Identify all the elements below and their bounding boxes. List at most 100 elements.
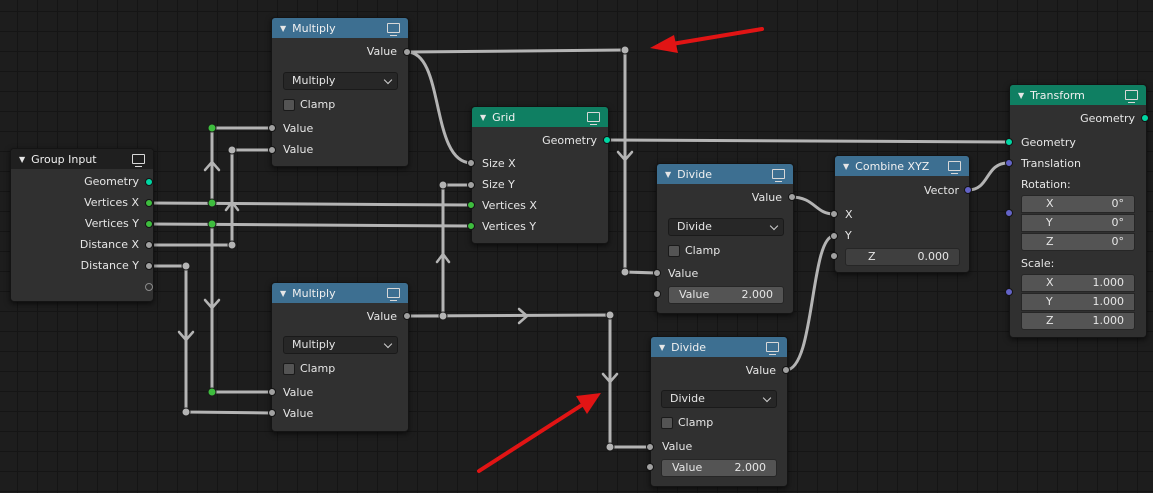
link-reroute-to-divide-top bbox=[623, 48, 659, 275]
group-input-header[interactable]: ▼ Group Input bbox=[11, 149, 153, 169]
triangle-down-icon[interactable]: ▼ bbox=[280, 23, 287, 33]
link-multiply-bottom-to-divide-bottom bbox=[405, 313, 652, 449]
scale-y-field[interactable]: Y 1.000 bbox=[1021, 293, 1135, 311]
combine-xyz-header[interactable]: ▼ Combine XYZ bbox=[835, 156, 969, 176]
rotation-y-field[interactable]: Y 0° bbox=[1021, 214, 1135, 232]
transform-header[interactable]: ▼ Transform bbox=[1010, 85, 1146, 105]
link-divide-bottom-to-combine-y bbox=[784, 234, 836, 372]
divide-bottom-node[interactable]: ▼ Divide Value Divide Clamp Value Value … bbox=[650, 336, 788, 487]
output-label: Vertices Y bbox=[84, 217, 139, 230]
grid-header[interactable]: ▼ Grid bbox=[472, 107, 608, 127]
scale-label: Scale: bbox=[1021, 257, 1055, 270]
operation-dropdown[interactable]: Divide bbox=[668, 218, 784, 236]
input-x-label: X bbox=[845, 208, 853, 221]
triangle-down-icon[interactable]: ▼ bbox=[665, 169, 672, 179]
reroute-point bbox=[181, 261, 191, 271]
input-geometry-label: Geometry bbox=[1021, 136, 1076, 149]
link-distancex-to-multiply-top bbox=[147, 148, 274, 247]
divide-top-title: Divide bbox=[677, 167, 712, 181]
output-label: Distance X bbox=[79, 238, 139, 251]
link-multiply-top-to-grid-sizex bbox=[405, 50, 473, 165]
link-grid-to-transform bbox=[605, 138, 1010, 144]
reroute-point bbox=[620, 267, 630, 277]
reroute-point bbox=[227, 145, 237, 155]
grid-node[interactable]: ▼ Grid Geometry Size X Size Y Vertices X… bbox=[471, 106, 609, 244]
operation-dropdown[interactable]: Multiply bbox=[283, 72, 398, 90]
input-y-label: Y bbox=[845, 229, 852, 242]
multiply-bottom-title: Multiply bbox=[292, 286, 336, 300]
input-value-label: Value bbox=[283, 122, 314, 135]
axis-value: 0° bbox=[1111, 235, 1125, 248]
monitor-icon[interactable] bbox=[948, 161, 961, 174]
chevron-down-icon bbox=[383, 75, 393, 85]
clamp-label: Clamp bbox=[685, 244, 721, 257]
input-label: Vertices Y bbox=[482, 220, 537, 233]
axis-label: Z bbox=[1046, 235, 1054, 248]
clamp-label: Clamp bbox=[300, 98, 336, 111]
monitor-icon[interactable] bbox=[587, 112, 600, 125]
reroute-point-int bbox=[207, 198, 217, 208]
divide-top-node[interactable]: ▼ Divide Value Divide Clamp Value Value … bbox=[656, 163, 794, 314]
combine-xyz-node[interactable]: ▼ Combine XYZ Vector X Y Z 0.000 bbox=[834, 155, 970, 273]
group-input-node[interactable]: ▼ Group Input Geometry Vertices X Vertic… bbox=[10, 148, 154, 302]
value-field-label: Value bbox=[679, 288, 710, 301]
axis-label: X bbox=[1046, 276, 1054, 289]
value-field[interactable]: Value 2.000 bbox=[661, 459, 777, 477]
rotation-x-field[interactable]: X 0° bbox=[1021, 195, 1135, 213]
transform-node[interactable]: ▼ Transform Geometry Geometry Translatio… bbox=[1009, 84, 1147, 338]
operation-dropdown[interactable]: Multiply bbox=[283, 336, 398, 354]
divide-bottom-header[interactable]: ▼ Divide bbox=[651, 337, 787, 357]
clamp-checkbox[interactable]: Clamp bbox=[283, 98, 335, 112]
multiply-bottom-node[interactable]: ▼ Multiply Value Multiply Clamp Value Va… bbox=[271, 282, 409, 432]
output-value-label: Value bbox=[751, 191, 782, 204]
input-value-label: Value bbox=[668, 267, 699, 280]
link-multiply-top-to-reroute bbox=[405, 48, 627, 54]
rotation-label: Rotation: bbox=[1021, 178, 1071, 191]
monitor-icon[interactable] bbox=[387, 23, 400, 36]
clamp-checkbox[interactable]: Clamp bbox=[661, 416, 713, 430]
scale-x-field[interactable]: X 1.000 bbox=[1021, 274, 1135, 292]
triangle-down-icon[interactable]: ▼ bbox=[19, 154, 26, 164]
triangle-down-icon[interactable]: ▼ bbox=[280, 288, 287, 298]
monitor-icon[interactable] bbox=[132, 154, 145, 167]
reroute-point bbox=[620, 45, 630, 55]
monitor-icon[interactable] bbox=[1125, 90, 1138, 103]
multiply-bottom-header[interactable]: ▼ Multiply bbox=[272, 283, 408, 303]
input-label: Vertices X bbox=[482, 199, 537, 212]
multiply-top-header[interactable]: ▼ Multiply bbox=[272, 18, 408, 38]
output-label: Geometry bbox=[84, 175, 139, 188]
clamp-checkbox[interactable]: Clamp bbox=[668, 244, 720, 258]
operation-value: Multiply bbox=[292, 338, 336, 351]
monitor-icon[interactable] bbox=[387, 288, 400, 301]
axis-value: 1.000 bbox=[1092, 295, 1125, 308]
output-geometry-label: Geometry bbox=[1080, 112, 1135, 125]
triangle-down-icon[interactable]: ▼ bbox=[480, 112, 487, 122]
reroute-point bbox=[605, 310, 615, 320]
clamp-checkbox[interactable]: Clamp bbox=[283, 362, 335, 376]
monitor-icon[interactable] bbox=[772, 169, 785, 182]
scale-z-field[interactable]: Z 1.000 bbox=[1021, 312, 1135, 330]
operation-dropdown[interactable]: Divide bbox=[661, 390, 777, 408]
checkbox-box[interactable] bbox=[283, 363, 295, 375]
value-field-number: 2.000 bbox=[734, 461, 767, 474]
reroute-point-int bbox=[207, 387, 217, 397]
multiply-top-node[interactable]: ▼ Multiply Value Multiply Clamp Value Va… bbox=[271, 17, 409, 167]
link-combine-to-transform bbox=[966, 161, 1010, 192]
link-verticesx-to-grid bbox=[147, 201, 473, 207]
rotation-z-field[interactable]: Z 0° bbox=[1021, 233, 1135, 251]
combine-xyz-title: Combine XYZ bbox=[855, 159, 930, 173]
z-field[interactable]: Z 0.000 bbox=[845, 248, 960, 266]
divide-top-header[interactable]: ▼ Divide bbox=[657, 164, 793, 184]
axis-value: 0° bbox=[1111, 197, 1125, 210]
checkbox-box[interactable] bbox=[668, 245, 680, 257]
group-input-title: Group Input bbox=[31, 152, 97, 166]
checkbox-box[interactable] bbox=[283, 99, 295, 111]
value-field-label: Value bbox=[672, 461, 703, 474]
triangle-down-icon[interactable]: ▼ bbox=[659, 342, 666, 352]
triangle-down-icon[interactable]: ▼ bbox=[1018, 90, 1025, 100]
value-field[interactable]: Value 2.000 bbox=[668, 286, 784, 304]
output-value-label: Value bbox=[366, 45, 397, 58]
checkbox-box[interactable] bbox=[661, 417, 673, 429]
monitor-icon[interactable] bbox=[766, 342, 779, 355]
triangle-down-icon[interactable]: ▼ bbox=[843, 161, 850, 171]
